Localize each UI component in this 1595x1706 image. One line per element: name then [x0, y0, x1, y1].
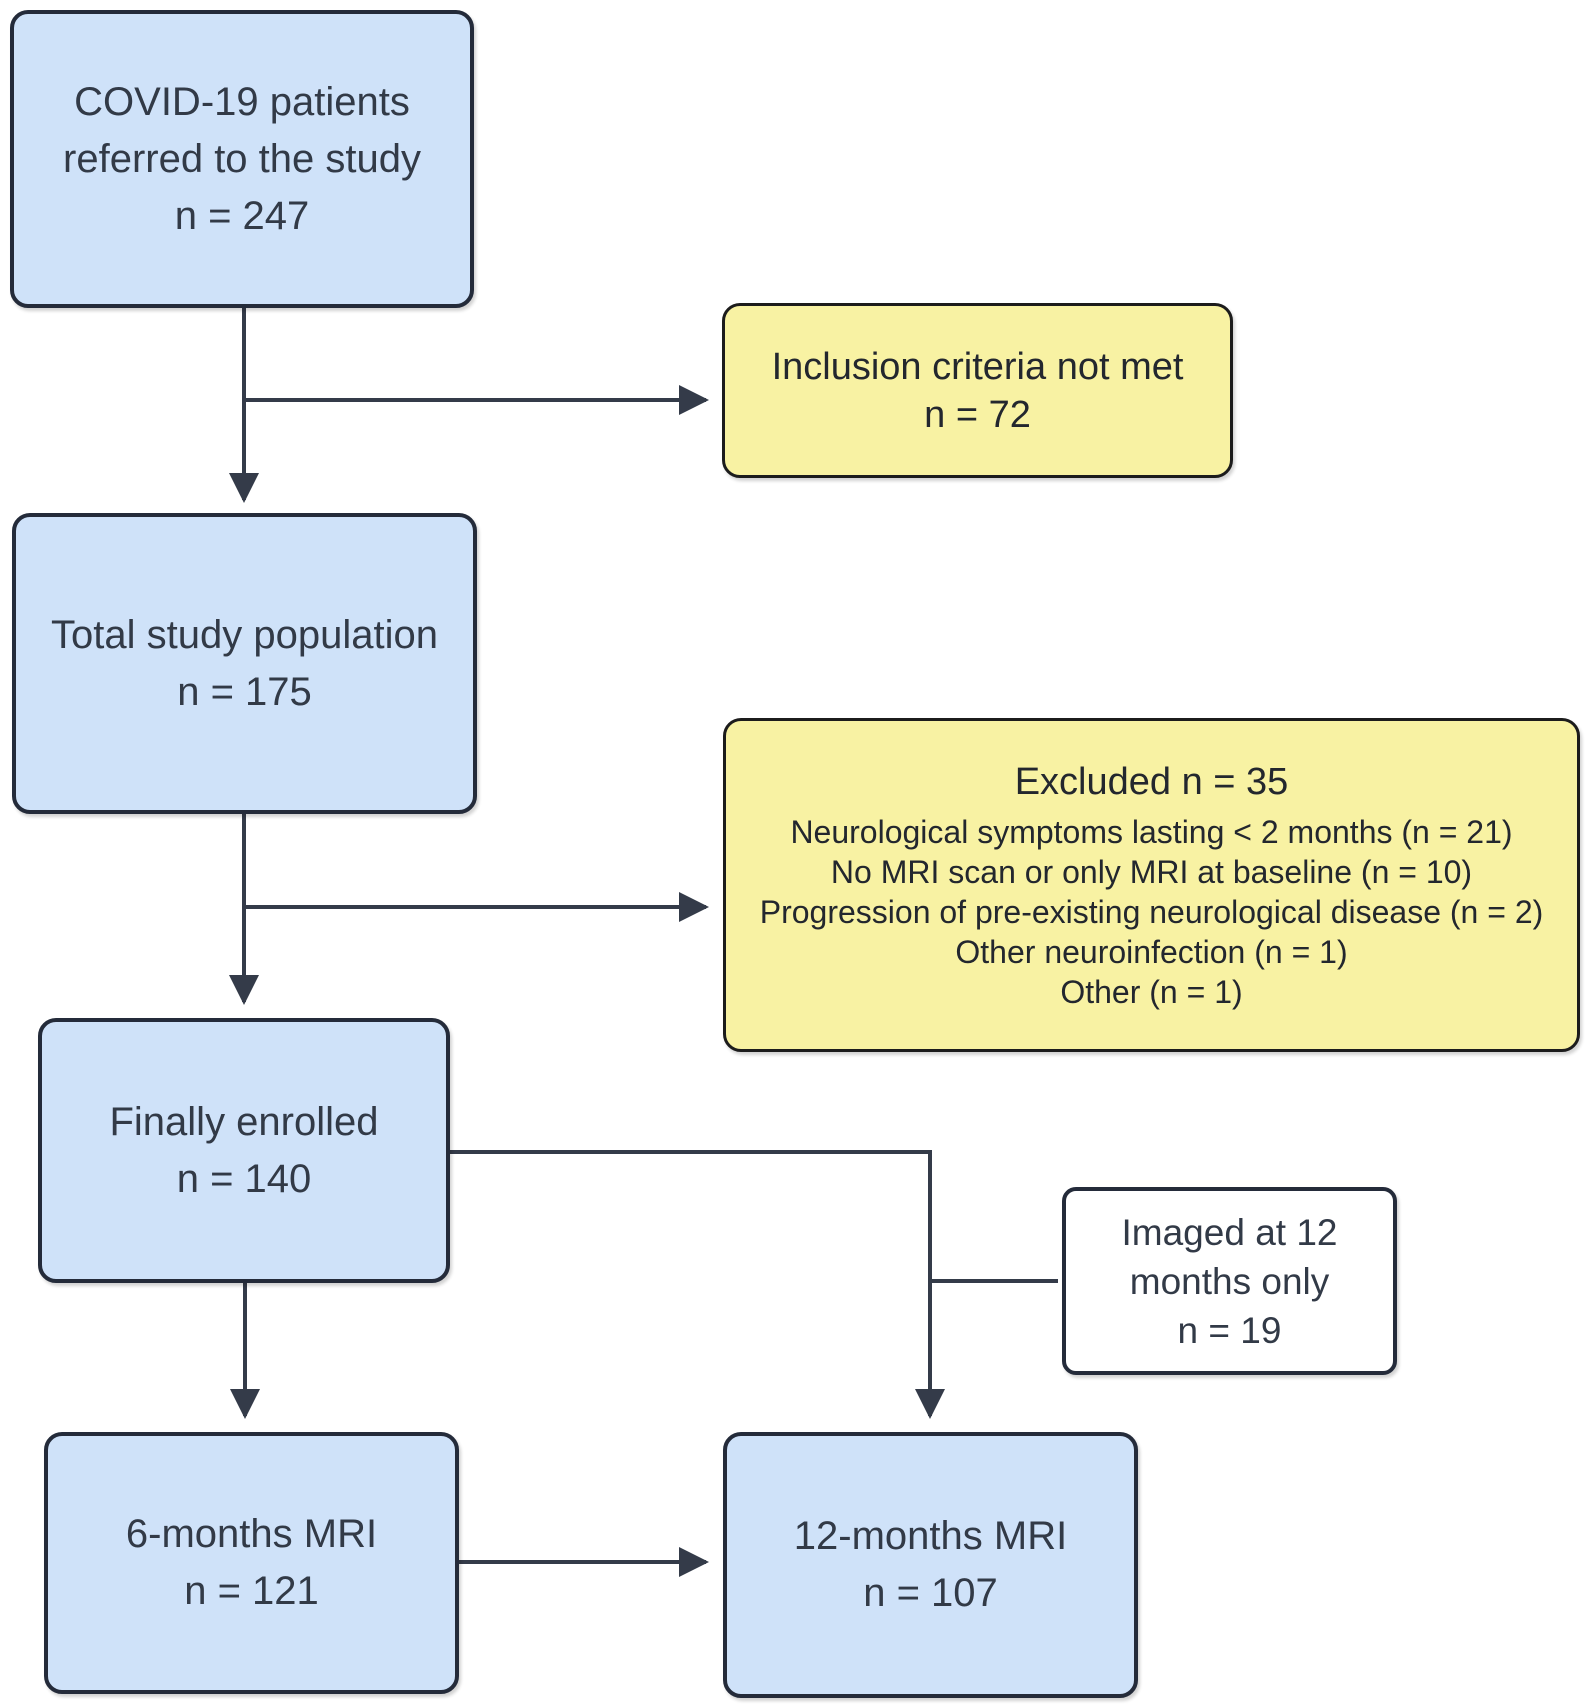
box-12-months-mri: 12-months MRI n = 107 — [723, 1432, 1138, 1698]
box-excluded-item-1: Neurological symptoms lasting < 2 months… — [790, 814, 1513, 850]
box-12-months-mri-count: n = 107 — [863, 1571, 998, 1615]
box-covid-referred-label-1: COVID-19 patients — [74, 79, 410, 124]
box-total-population-label: Total study population — [51, 612, 438, 657]
box-inclusion-not-met-label: Inclusion criteria not met — [771, 345, 1184, 388]
box-imaged-12-only-label-1: Imaged at 12 — [1121, 1211, 1338, 1253]
box-excluded-item-2: No MRI scan or only MRI at baseline (n =… — [830, 854, 1473, 890]
box-covid-referred-label-2: referred to the study — [63, 136, 421, 181]
box-finally-enrolled-label: Finally enrolled — [109, 1099, 379, 1144]
box-6-months-mri-label: 6-months MRI — [125, 1512, 378, 1556]
box-inclusion-not-met: Inclusion criteria not met n = 72 — [722, 303, 1233, 478]
box-excluded-item-5: Other (n = 1) — [1060, 974, 1243, 1010]
box-12-months-mri-label: 12-months MRI — [793, 1514, 1068, 1558]
box-imaged-12-only: Imaged at 12 months only n = 19 — [1062, 1187, 1397, 1375]
box-covid-referred-count: n = 247 — [174, 193, 310, 238]
box-imaged-12-only-label-2: months only — [1129, 1260, 1330, 1302]
box-imaged-12-only-count: n = 19 — [1177, 1309, 1282, 1351]
box-covid-referred: COVID-19 patients referred to the study … — [10, 10, 474, 308]
box-excluded-item-4: Other neuroinfection (n = 1) — [955, 934, 1348, 970]
box-total-population-count: n = 175 — [177, 669, 312, 714]
box-inclusion-not-met-count: n = 72 — [924, 393, 1031, 436]
arrow-enrolled-to-12-months-mri — [450, 1150, 945, 1419]
box-total-population: Total study population n = 175 — [12, 513, 477, 814]
box-excluded-title: Excluded n = 35 — [1014, 761, 1289, 803]
box-finally-enrolled: Finally enrolled n = 140 — [38, 1018, 450, 1283]
box-6-months-mri-count: n = 121 — [184, 1569, 319, 1613]
box-excluded: Excluded n = 35 Neurological symptoms la… — [723, 718, 1580, 1052]
box-excluded-item-3: Progression of pre-existing neurological… — [759, 894, 1544, 930]
box-finally-enrolled-count: n = 140 — [176, 1156, 312, 1201]
box-6-months-mri: 6-months MRI n = 121 — [44, 1432, 459, 1694]
